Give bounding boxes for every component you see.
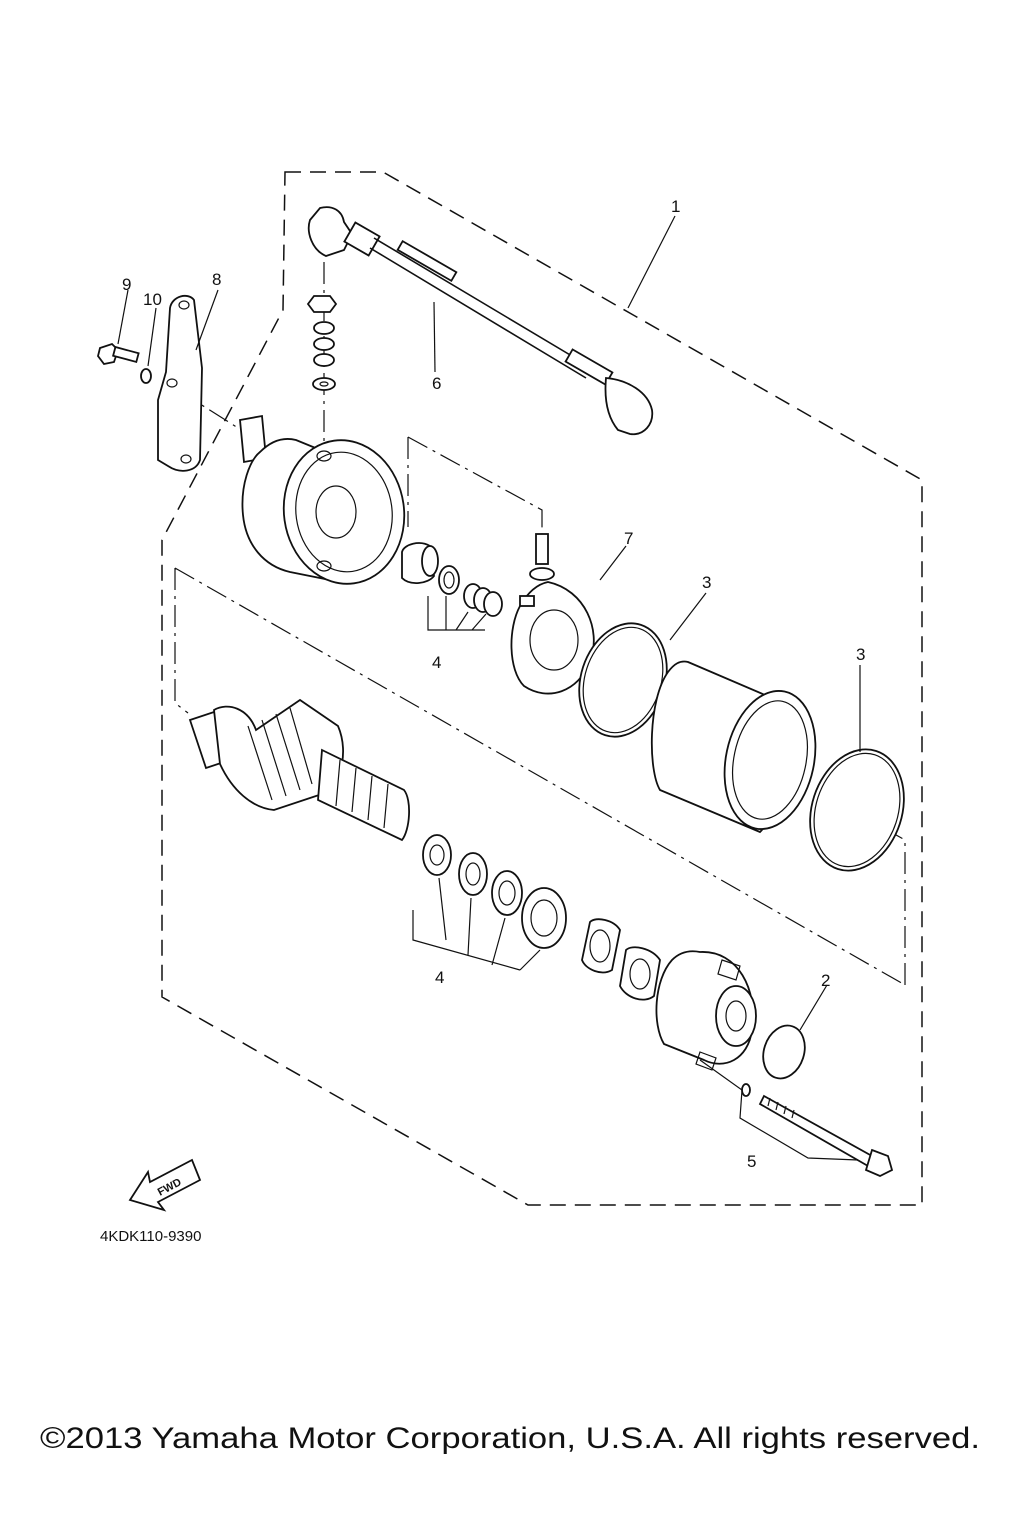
alignment-line-brush: [407, 436, 543, 540]
leader-lines: [117, 215, 861, 1161]
armature: [188, 698, 410, 842]
yoke-housing: [650, 660, 817, 834]
terminal-nut-washers: [306, 295, 338, 391]
lead-wire: [307, 206, 654, 436]
brush-holder-plate: [510, 581, 595, 695]
callout-6: 6: [432, 374, 441, 393]
callout-4-upper: 4: [432, 653, 441, 672]
forward-arrow-icon: FWD: [128, 1158, 202, 1212]
o-ring-rear: [809, 748, 905, 872]
callout-5: 5: [747, 1152, 756, 1171]
mounting-bracket: [157, 294, 203, 472]
callout-4-lower: 4: [435, 968, 444, 987]
callout-2: 2: [821, 971, 830, 990]
callout-1: 1: [671, 197, 680, 216]
callout-10: 10: [143, 290, 162, 309]
brush-springs-washers: [401, 542, 503, 631]
assembly-boundary: [161, 171, 923, 1206]
callout-3-front: 3: [702, 573, 711, 592]
callout-3-rear: 3: [856, 645, 865, 664]
callout-7: 7: [624, 529, 633, 548]
diagram-code: 4KDK110-9390: [100, 1228, 201, 1245]
through-bolt: [741, 1083, 894, 1177]
rear-cover: [655, 950, 757, 1071]
o-ring-rear-cover: [762, 1024, 806, 1080]
front-cover: [239, 414, 406, 585]
copyright-notice: ©2013 Yamaha Motor Corporation, U.S.A. A…: [40, 1422, 980, 1455]
callout-8: 8: [212, 270, 221, 289]
bracket-washer: [140, 368, 152, 384]
rear-bearing: [581, 918, 661, 1001]
bracket-bolt: [97, 342, 140, 365]
callout-9: 9: [122, 275, 131, 294]
terminal-bolt: [529, 533, 555, 581]
thrust-washers: [412, 834, 567, 971]
